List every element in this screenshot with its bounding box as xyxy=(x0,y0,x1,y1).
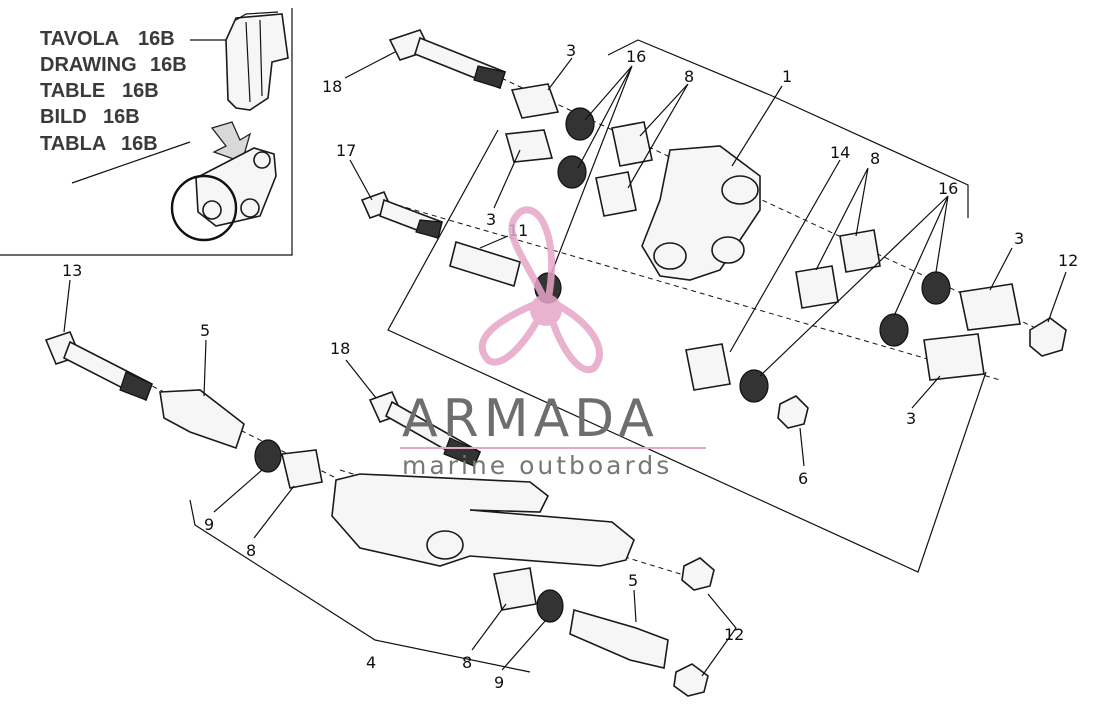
bushing-3c xyxy=(959,283,1021,331)
spacer-11 xyxy=(449,240,521,288)
bushing-8a xyxy=(611,121,653,167)
legend-line-4-word: BILD xyxy=(40,106,87,128)
callout-13: 13 xyxy=(62,261,82,280)
callout-18b: 18 xyxy=(330,339,350,358)
highlight-circle xyxy=(170,174,238,242)
legend-line-3-word: TABLE xyxy=(40,80,105,102)
callout-14: 14 xyxy=(830,143,850,162)
bearing-9a xyxy=(254,439,282,473)
bushing-8c xyxy=(839,229,881,273)
bolt-13 xyxy=(44,331,153,402)
callout-3a: 3 xyxy=(566,41,576,60)
callout-labels: 1 3 3 3 3 4 5 5 6 8 8 8 8 9 9 11 12 12 1… xyxy=(62,41,1078,692)
callout-17: 17 xyxy=(336,141,356,160)
legend-line-4-code: 16B xyxy=(103,106,140,128)
tie-rod-part xyxy=(331,473,635,567)
callout-9b: 9 xyxy=(494,673,504,692)
callout-16a: 16 xyxy=(626,47,646,66)
propeller-logo-icon xyxy=(478,206,603,374)
legend-line-5-code: 16B xyxy=(121,133,158,155)
bearing-16d xyxy=(921,271,951,305)
bolt-18-top xyxy=(388,29,506,90)
legend-block: TAVOLA 16B DRAWING 16B TABLE 16B BILD 16… xyxy=(40,28,232,184)
down-arrow-icon xyxy=(210,121,252,163)
callout-8b: 8 xyxy=(870,149,880,168)
bushing-3d xyxy=(923,333,985,381)
bolt-17 xyxy=(360,190,443,240)
lower-linkage-assembly xyxy=(44,331,715,697)
callout-9a: 9 xyxy=(204,515,214,534)
nut-6 xyxy=(777,395,809,429)
legend-line-2-code: 16B xyxy=(150,54,187,76)
bushing-3a xyxy=(510,83,560,119)
callout-8a: 8 xyxy=(684,67,694,86)
watermark-title: ARMADA xyxy=(402,389,659,449)
inset-panel: TAVOLA 16B DRAWING 16B TABLE 16B BILD 16… xyxy=(0,8,293,256)
bearing-16b xyxy=(557,155,587,189)
callout-8d: 8 xyxy=(462,653,472,672)
callout-16b: 16 xyxy=(938,179,958,198)
callout-3d: 3 xyxy=(906,409,916,428)
legend-line-1-word: TAVOLA xyxy=(40,28,119,50)
bushing-8b xyxy=(595,171,637,217)
bearing-16f xyxy=(739,369,769,403)
bolt-18-lower xyxy=(368,390,482,468)
callout-5a: 5 xyxy=(200,321,210,340)
legend-line-1-code: 16B xyxy=(138,28,175,50)
callout-3c: 3 xyxy=(1014,229,1024,248)
callout-8c: 8 xyxy=(246,541,256,560)
bushing-8e xyxy=(281,449,323,489)
callout-18a: 18 xyxy=(322,77,342,96)
bushing-3b xyxy=(504,129,554,163)
callout-12a: 12 xyxy=(1058,251,1078,270)
callout-5b: 5 xyxy=(628,571,638,590)
nut-12-lower xyxy=(673,663,709,697)
bushing-14 xyxy=(685,343,731,391)
sleeve-5-lower xyxy=(569,608,669,669)
callout-12b: 12 xyxy=(724,625,744,644)
swingarm-thumbnail xyxy=(225,11,289,111)
watermark-subtitle: marine outboards xyxy=(402,451,672,480)
linkage-thumbnail xyxy=(195,147,277,227)
bushing-8f xyxy=(493,567,537,611)
callout-4: 4 xyxy=(366,653,376,672)
upper-linkage-assembly xyxy=(360,29,1067,429)
legend-line-5-word: TABLA xyxy=(40,133,106,155)
bearing-9b xyxy=(536,589,564,623)
watermark: ARMADA marine outboards xyxy=(400,206,706,480)
nut-12-top xyxy=(1029,317,1067,357)
sleeve-5-upper xyxy=(159,389,245,450)
callout-3b: 3 xyxy=(486,210,496,229)
nut-12-mid xyxy=(681,557,715,591)
legend-line-2-word: DRAWING xyxy=(40,54,137,76)
leader-lines xyxy=(63,51,1067,677)
bearing-16a xyxy=(565,107,595,141)
assembly-lines xyxy=(189,39,987,673)
legend-line-3-code: 16B xyxy=(122,80,159,102)
bushing-8d xyxy=(795,265,839,309)
callout-6: 6 xyxy=(798,469,808,488)
bearing-16e xyxy=(879,313,909,347)
callout-1: 1 xyxy=(782,67,792,86)
